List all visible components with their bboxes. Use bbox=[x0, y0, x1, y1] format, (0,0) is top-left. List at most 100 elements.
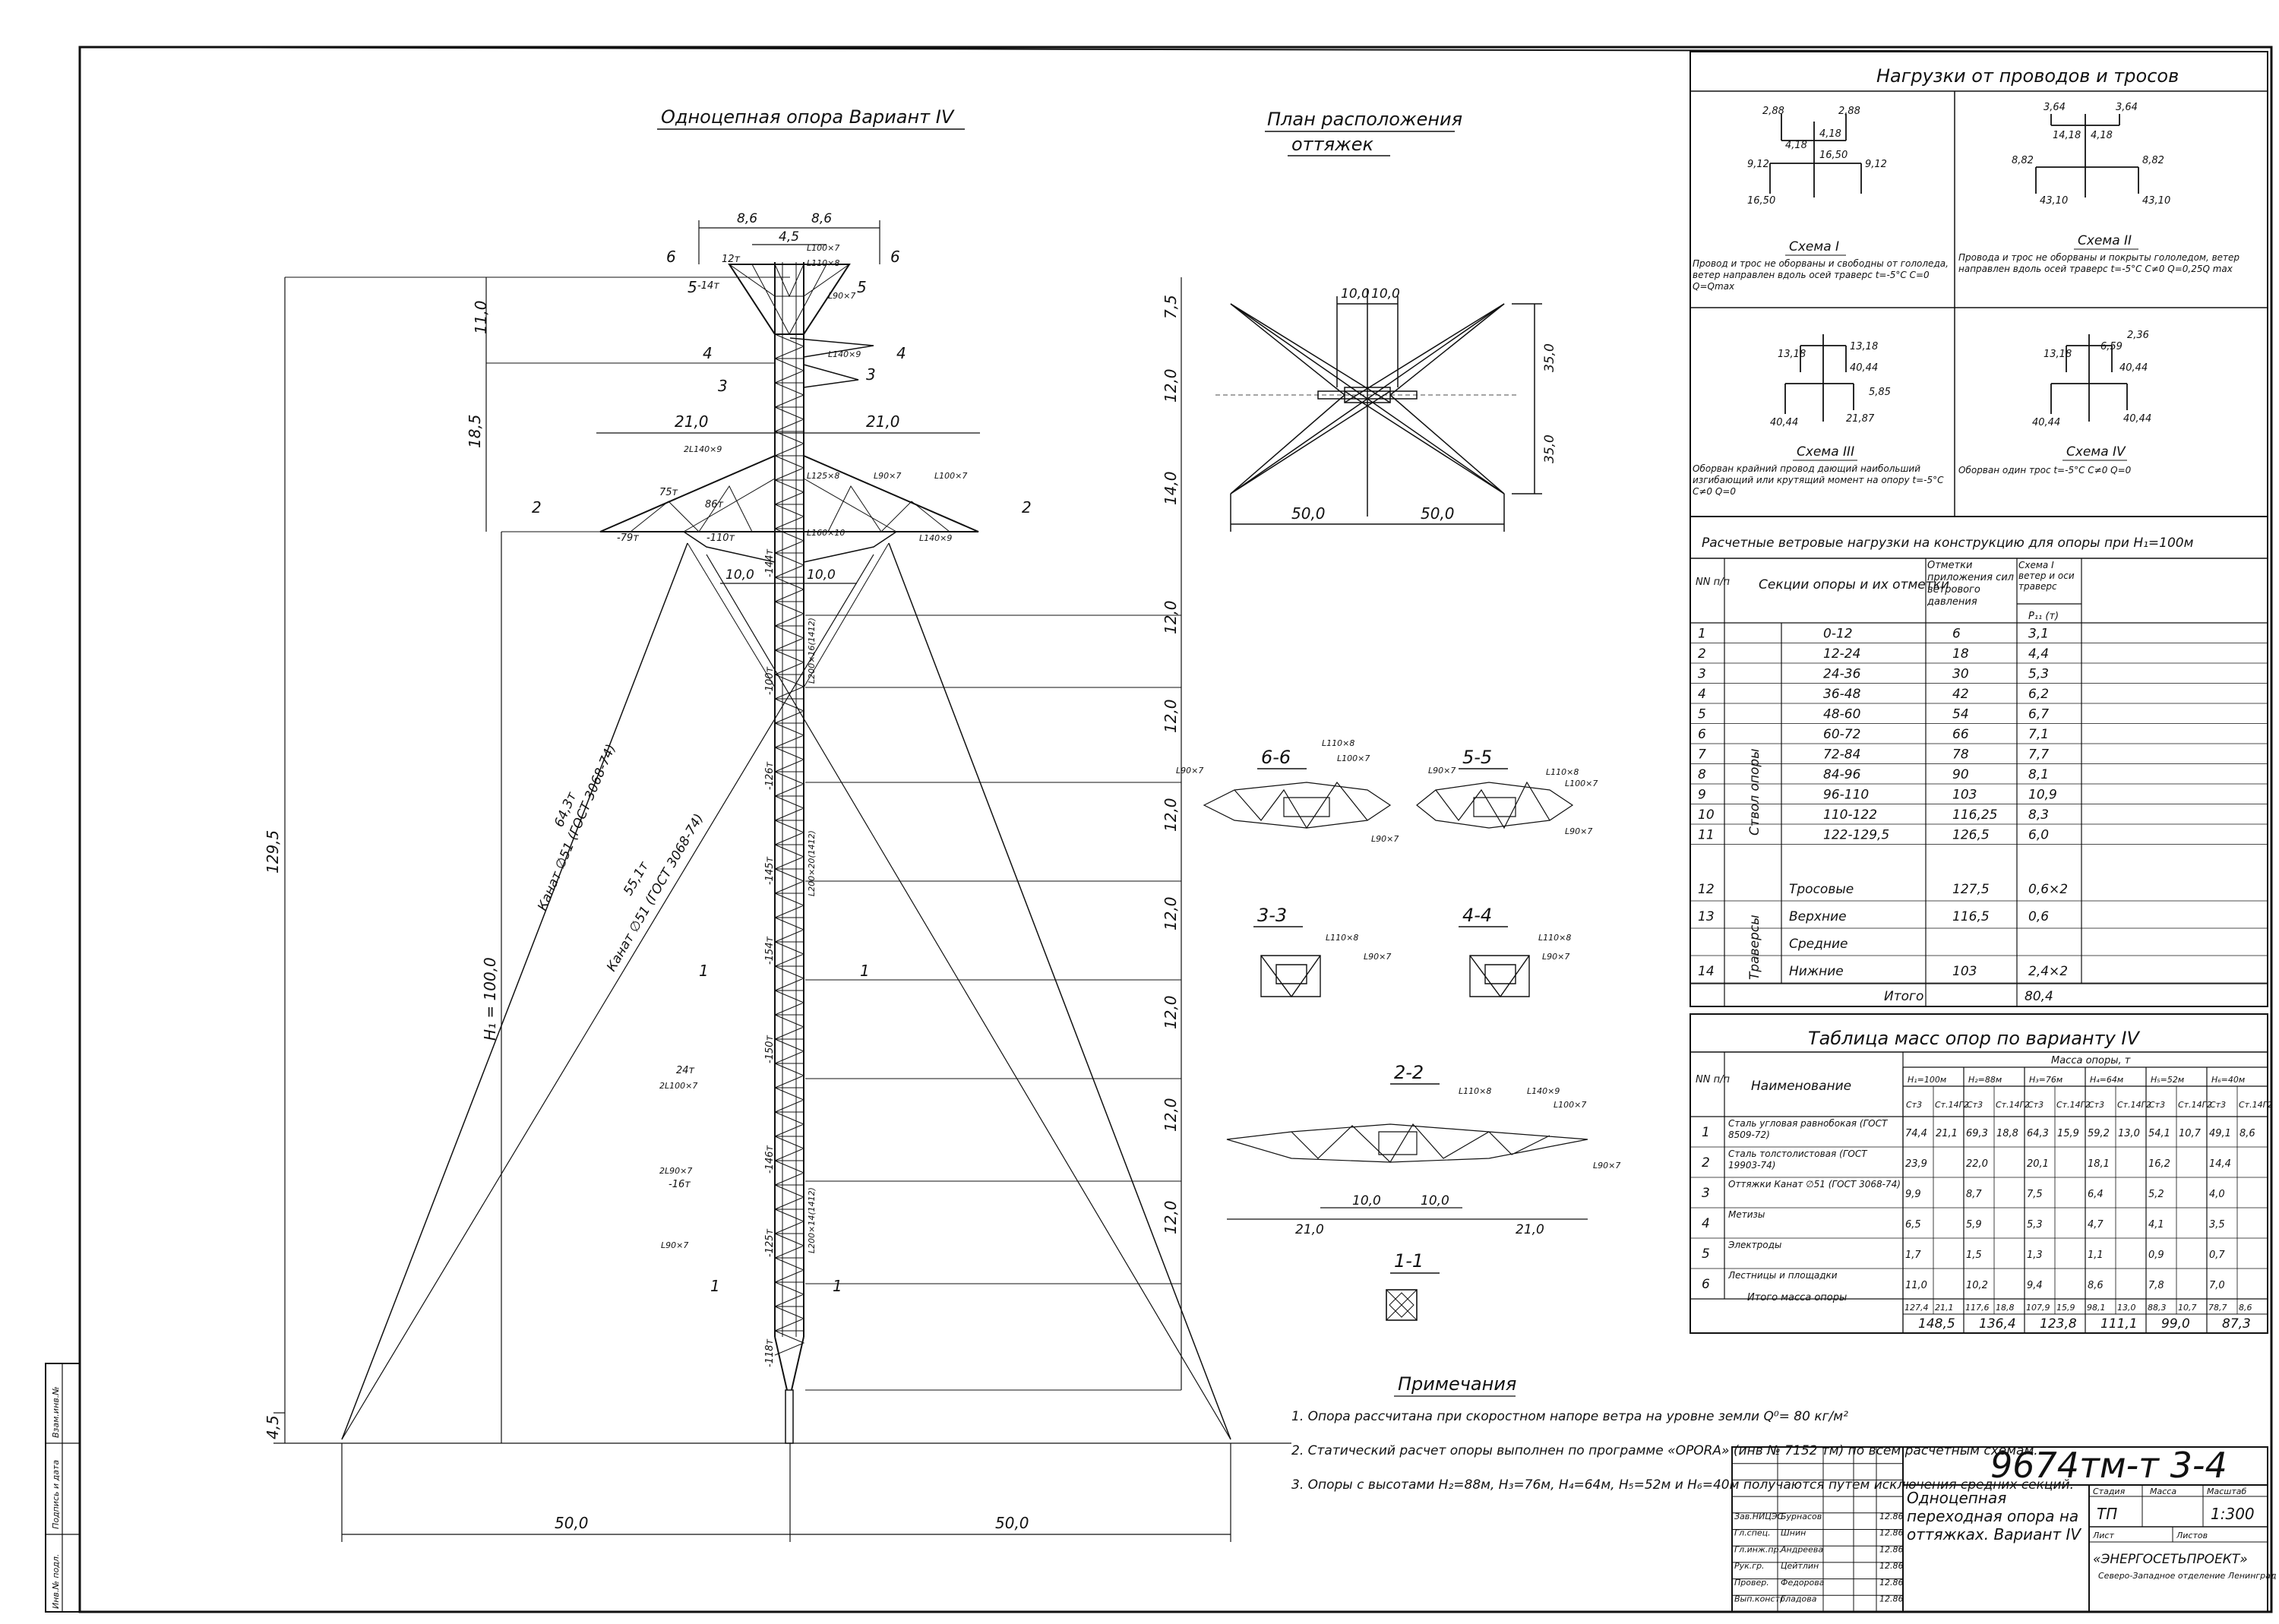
wind-row-n: 3 bbox=[1698, 667, 1706, 682]
wind-col-section: Секции опоры и их отметки bbox=[1759, 577, 1949, 592]
stamp-sheets-label: Листов bbox=[2176, 1531, 2208, 1540]
force-label-1: -14т bbox=[697, 280, 719, 292]
section-44-title: 4-4 bbox=[1462, 905, 1492, 926]
cut-mark-2-right: 2 bbox=[1022, 498, 1032, 517]
force-label-16: -16т bbox=[669, 1179, 691, 1190]
stamp-mass-label: Масса bbox=[2150, 1487, 2176, 1496]
mass-row-value: 14,4 bbox=[2209, 1158, 2231, 1170]
mass-row-value: 64,3 bbox=[2027, 1128, 2049, 1139]
mass-sub-st3: Ст3 bbox=[1906, 1100, 1922, 1110]
stamp-stage-label: Стадия bbox=[2093, 1487, 2126, 1496]
tower-mast bbox=[728, 262, 874, 1444]
stamp-stage: ТП bbox=[2097, 1505, 2117, 1523]
mass-total-value: 107,9 bbox=[2026, 1303, 2050, 1313]
section-66-profile-b: L110×8 bbox=[1322, 738, 1354, 748]
wind-row-mark: 90 bbox=[1952, 767, 1969, 782]
cable1-label: Канат ∅51 (ГОСТ 3068-74) bbox=[535, 742, 619, 913]
scheme-4-val-0: 2,36 bbox=[2127, 330, 2149, 341]
mass-row-n: 6 bbox=[1702, 1277, 1710, 1292]
profile-labels: L100×7 L110×8 L90×7 L140×9 L160×10 2L140… bbox=[659, 243, 967, 1253]
scheme-2-val-3: 4,18 bbox=[2091, 130, 2113, 141]
cut-marks: 6 6 5 5 4 4 3 3 2 2 1 1 1 1 bbox=[532, 248, 1032, 1295]
notes-item-0: 1. Опора рассчитана при скоростном напор… bbox=[1291, 1409, 1848, 1424]
wind-row-section: 24-36 bbox=[1823, 667, 1861, 682]
profile-label-9: L200×14(1412) bbox=[807, 1187, 817, 1253]
section-22-profile-a: L110×8 bbox=[1459, 1086, 1491, 1096]
plan-dim-bottom-left: 50,0 bbox=[1291, 504, 1326, 523]
force-label-3: -79т bbox=[617, 532, 639, 544]
notes-block: Примечания 1. Опора рассчитана при скоро… bbox=[1291, 1373, 2074, 1493]
wind-arm-row-n: 14 bbox=[1698, 964, 1715, 979]
wind-row-p: 8,1 bbox=[2028, 767, 2049, 782]
cut-mark-3-right: 3 bbox=[866, 365, 876, 384]
mass-row-name: Электроды bbox=[1728, 1240, 1782, 1250]
profile-label-1: L110×8 bbox=[807, 258, 839, 268]
section-55-profile-d: L90×7 bbox=[1565, 826, 1592, 836]
ground-dimensions bbox=[341, 1443, 1231, 1542]
profile-label-2: L90×7 bbox=[828, 291, 855, 301]
mass-sub-14g2: Ст.14Г2 bbox=[1996, 1100, 2030, 1110]
mass-total-value: 78,7 bbox=[2208, 1303, 2227, 1313]
notes-item-1: 2. Статический расчет опоры выполнен по … bbox=[1291, 1443, 2038, 1458]
stamp-role: Гл.спец. bbox=[1734, 1528, 1771, 1538]
stamp-name: Гладова bbox=[1781, 1594, 1817, 1604]
mass-row-value: 7,0 bbox=[2209, 1280, 2225, 1291]
mass-sum-value: 87,3 bbox=[2222, 1316, 2251, 1332]
scheme-3-name: Схема III bbox=[1797, 444, 1854, 460]
mass-row-value: 7,5 bbox=[2027, 1189, 2043, 1200]
wind-row-section: 0-12 bbox=[1823, 627, 1853, 642]
section-66-profile-d: L90×7 bbox=[1371, 834, 1399, 844]
wind-col-mark: Отметки приложения сил ветрового давлени… bbox=[1927, 560, 2014, 608]
wind-row-mark: 66 bbox=[1952, 727, 1969, 742]
wind-arm-row-p: 2,4×2 bbox=[2028, 964, 2068, 979]
mass-row-value: 1,3 bbox=[2027, 1250, 2043, 1261]
mass-height: H₃=76м bbox=[2029, 1075, 2062, 1085]
cut-mark-1-right: 1 bbox=[860, 962, 870, 980]
scheme-4-val-3: 40,44 bbox=[2119, 362, 2148, 374]
section-44-profile-a: L110×8 bbox=[1538, 933, 1571, 943]
scheme-4-val-2: 6,59 bbox=[2100, 341, 2123, 352]
mass-row-value: 3,5 bbox=[2209, 1219, 2225, 1231]
mass-row-name: Оттяжки Канат ∅51 (ГОСТ 3068-74) bbox=[1728, 1179, 1901, 1190]
mass-row-n: 5 bbox=[1702, 1246, 1710, 1262]
profile-label-7: L200×16(1412) bbox=[807, 618, 817, 684]
scheme-4-diagram bbox=[2050, 334, 2128, 422]
height-upper: 18,5 bbox=[466, 414, 484, 448]
section-22-dim-mid-left: 10,0 bbox=[1352, 1193, 1381, 1209]
right-dim-3: 12,0 bbox=[1162, 600, 1180, 634]
mass-row-value: 69,3 bbox=[1966, 1128, 1988, 1139]
right-dim-8: 12,0 bbox=[1162, 1098, 1180, 1132]
mass-row-value: 20,1 bbox=[2027, 1158, 2049, 1170]
mass-row-value: 1,1 bbox=[2088, 1250, 2104, 1261]
mass-total-value: 18,8 bbox=[1996, 1303, 2015, 1313]
left-dimensions bbox=[273, 277, 502, 1443]
side-stamp-field-0: Взам.инв.№ bbox=[51, 1386, 61, 1438]
mass-row-value: 4,1 bbox=[2148, 1219, 2164, 1231]
stamp-org-sub: Северо-Западное отделение Ленинград bbox=[2098, 1571, 2277, 1581]
stamp-date: 12.86 bbox=[1879, 1528, 1904, 1538]
mass-total-value: 21,1 bbox=[1935, 1303, 1954, 1313]
cut-mark-5-right: 5 bbox=[857, 278, 867, 296]
section-33-profile-a: L110×8 bbox=[1326, 933, 1358, 943]
wind-row-section: 36-48 bbox=[1823, 687, 1861, 702]
wind-row-n: 9 bbox=[1698, 788, 1706, 803]
section-55-profile-b: L110×8 bbox=[1546, 767, 1579, 777]
profile-label-3: L140×9 bbox=[828, 349, 861, 359]
wind-row-n: 5 bbox=[1698, 707, 1706, 722]
section-22-dim-left: 21,0 bbox=[1295, 1222, 1324, 1237]
mass-total-value: 117,6 bbox=[1965, 1303, 1990, 1313]
level-lines bbox=[285, 276, 1181, 1391]
wind-row-section: 48-60 bbox=[1823, 707, 1860, 722]
mass-row-value: 18,8 bbox=[1996, 1128, 2018, 1139]
mass-sum-value: 111,1 bbox=[2100, 1316, 2138, 1332]
mass-row-value: 4,0 bbox=[2209, 1189, 2225, 1200]
mass-row-value: 8,6 bbox=[2239, 1128, 2255, 1139]
wind-row-section: 110-122 bbox=[1823, 807, 1877, 823]
stamp-role: Гл.инж.пр. bbox=[1734, 1544, 1781, 1554]
wind-row-n: 7 bbox=[1698, 747, 1706, 763]
dim-base-right: 10,0 bbox=[807, 567, 836, 583]
mass-sum-value: 136,4 bbox=[1979, 1316, 2016, 1332]
